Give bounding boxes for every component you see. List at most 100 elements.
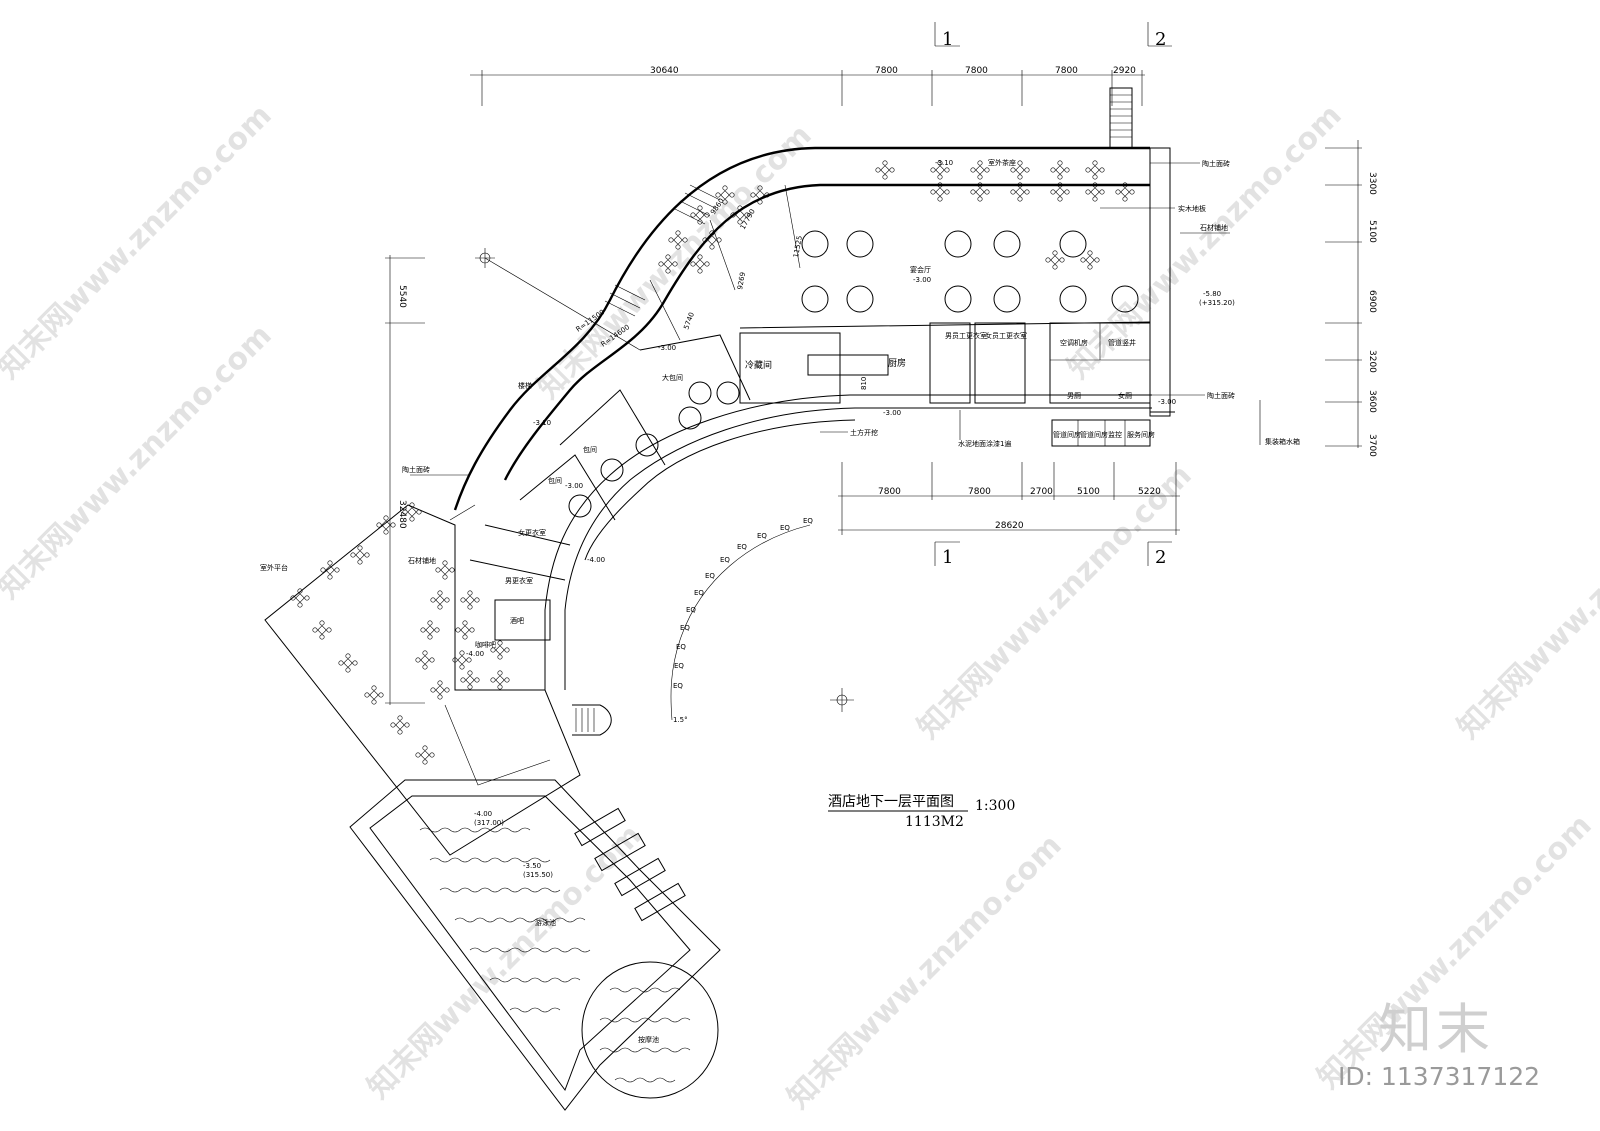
round-table [801,285,829,313]
chair [371,699,377,705]
chair [757,199,763,205]
angle-mark: 1.5° [673,716,688,724]
chair [1024,189,1030,195]
level-tag: -3.00 [1158,398,1176,406]
round-table [944,285,972,313]
room-label: 室外平台 [260,563,288,572]
cafe-table [495,675,505,685]
chair [504,677,510,683]
chair [455,627,461,633]
chair [690,261,696,267]
dim-text: 7800 [875,66,898,76]
chair [350,552,356,558]
round-table [678,406,702,430]
cafe-table [663,259,673,269]
chair [434,627,440,633]
chair [977,196,983,202]
watermark-text: 知末网www.znzmo.com [1451,458,1600,746]
chair [1017,174,1023,180]
cafe-table [707,235,717,245]
chair [462,634,468,640]
axis-label-2-bottom: 2 [1155,547,1166,568]
axis-markers: 1 2 1 2 [934,22,1172,568]
chair [497,640,503,646]
cafe-table [735,210,745,220]
room-label: 按摩池 [638,1035,659,1044]
cafe-table [1055,165,1065,175]
cafe-table [1085,255,1095,265]
drawing-scale: 1:300 [975,798,1015,814]
round-table [716,381,740,405]
chair [504,647,510,653]
chair [429,657,435,663]
chair [435,567,441,573]
chair [977,182,983,188]
cafe-table [1120,187,1130,197]
cafe-table [465,675,475,685]
dim-text: 5220 [1138,487,1161,497]
round-table [635,433,659,457]
room-label: 男员工更衣室 [945,331,987,340]
cafe-table [465,595,475,605]
cafe-table [420,655,430,665]
chair [977,160,983,166]
chair [737,205,743,211]
chair [416,509,422,515]
cafe-table [317,625,327,635]
dimension-bottom: 7800 7800 2700 5100 5220 28620 [838,462,1180,535]
dim-text: 7800 [965,66,988,76]
chair [397,729,403,735]
chair [490,677,496,683]
chair [352,660,358,666]
chair [1064,189,1070,195]
note: 陶土面砖 [402,465,430,474]
note: 集装箱水箱 [1265,437,1300,446]
cafe-table [395,720,405,730]
cafe-table [720,190,730,200]
dim-text: 810 [860,377,868,390]
chair [937,160,943,166]
chair [722,185,728,191]
lower-stair [572,704,612,736]
axis-label-1: 1 [942,29,953,50]
watermark-text: 知末网www.znzmo.com [0,318,279,606]
level-tag: -3.00 [883,409,901,417]
chair [467,684,473,690]
level-tag: -3.00 [565,482,583,490]
chair [427,620,433,626]
chair [977,174,983,180]
chair [937,182,943,188]
chair [297,588,303,594]
chair [737,219,743,225]
dim-text: 3700 [1367,434,1377,457]
chair [882,160,888,166]
chair [1057,160,1063,166]
eq-mark: EQ [680,624,690,632]
building-outline [453,87,1175,690]
chair [702,237,708,243]
axis-label-1-bottom: 1 [942,547,953,568]
chair [984,189,990,195]
chair [437,604,443,610]
cafe-table [935,165,945,175]
dim-text: 2920 [1113,66,1136,76]
chair [442,574,448,580]
cafe-table [1015,187,1025,197]
cafe-table [407,507,417,517]
room-label: 包间 [548,476,562,485]
watermark-text: 知末网www.znzmo.com [361,818,649,1106]
round-table [568,494,592,518]
chair [1045,257,1051,263]
chair [319,634,325,640]
note: 水泥地面涂漆1遍 [958,439,1011,448]
chair [697,219,703,225]
chair [1085,189,1091,195]
round-table [1059,285,1087,313]
room-label: 服务间房 [1127,430,1155,439]
chair [327,574,333,580]
note: 陶土面砖 [1207,391,1235,400]
chair [452,657,458,663]
cafe-table [935,187,945,197]
chair [675,230,681,236]
leader-notes: 陶土面砖 实木地板 石材铺地 陶土面砖 集装箱水箱 水泥地面涂漆1遍 土方开挖 … [402,159,1300,476]
